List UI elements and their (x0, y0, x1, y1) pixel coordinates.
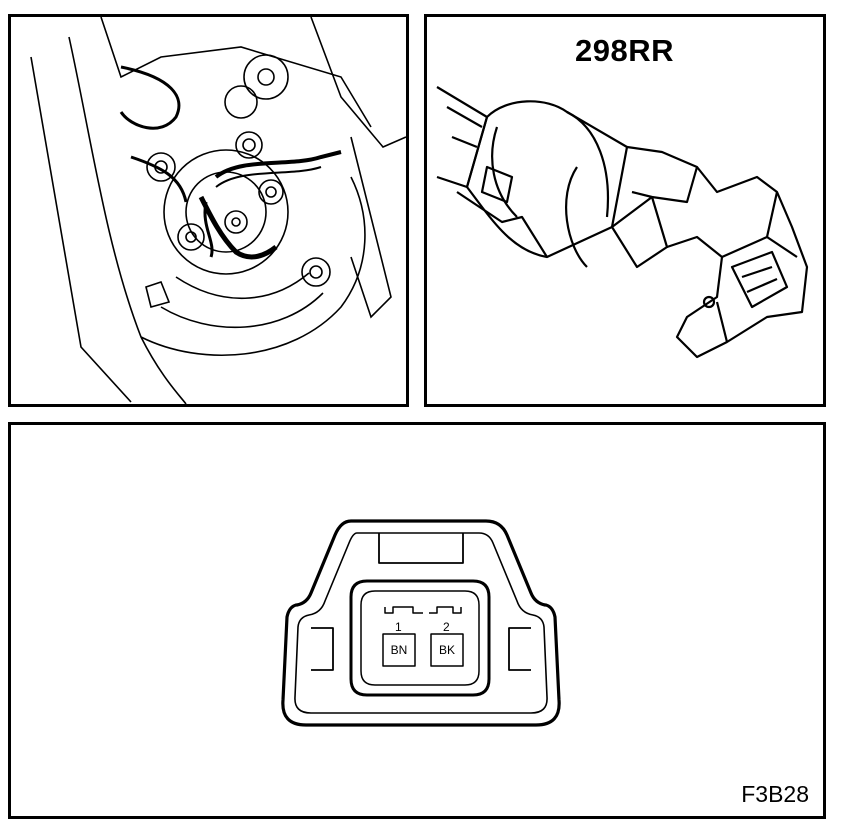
wheel-hub-sensor-icon (30, 17, 406, 404)
connector-face-icon (281, 519, 561, 727)
connector-id: 298RR (575, 33, 674, 68)
sensor-connector-icon (436, 86, 809, 359)
connector-panel: 298RR (424, 14, 826, 407)
pin-2-color: BK (438, 643, 455, 657)
figure-code: F3B28 (741, 781, 809, 807)
pin-1-number: 1 (395, 620, 402, 634)
connector-face-panel: 1 2 BN BK F3B28 (8, 422, 826, 819)
location-panel (8, 14, 409, 407)
pin-1-color: BN (390, 643, 408, 657)
pin-2-number: 2 (443, 620, 450, 634)
